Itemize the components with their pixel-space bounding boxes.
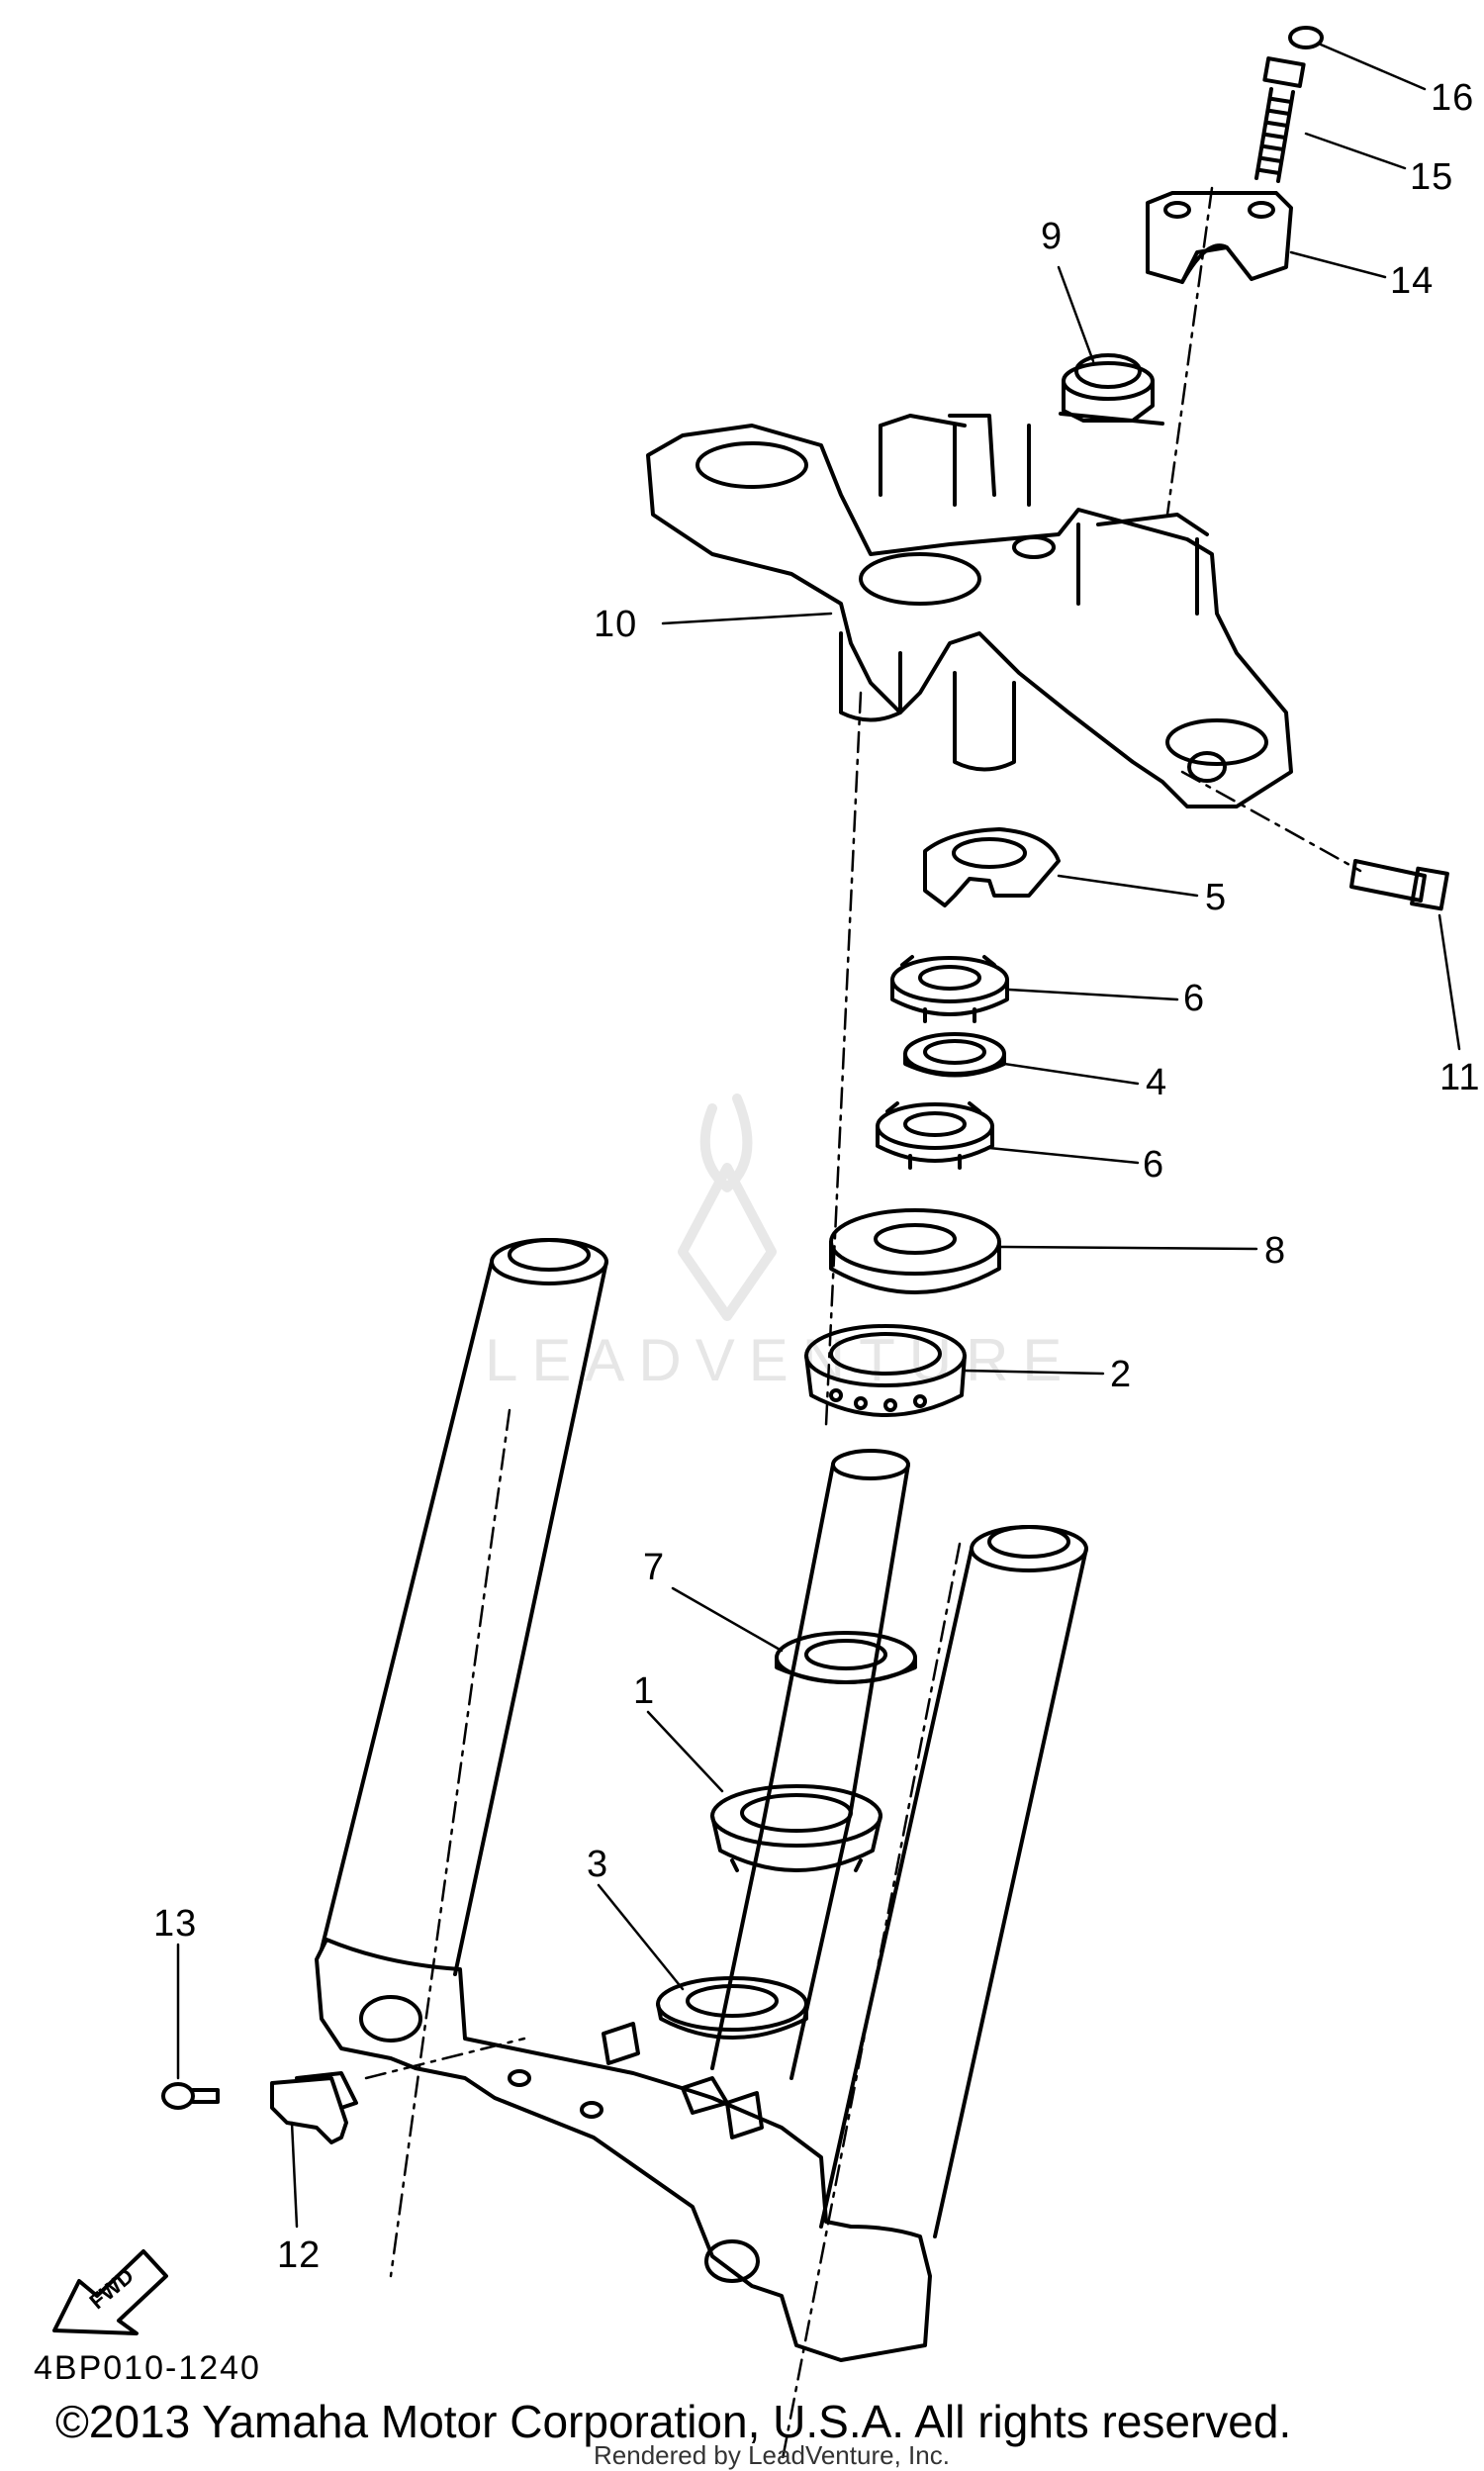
part-11-bolt <box>1349 859 1449 911</box>
part-1-bearing <box>710 1784 882 1872</box>
part-10-upper-bracket <box>646 414 1293 808</box>
callout-7: 7 <box>643 1547 666 1588</box>
callout-13: 13 <box>153 1903 198 1945</box>
fork-tube-right <box>819 1525 1088 2238</box>
callout-5: 5 <box>1205 877 1228 918</box>
center-axis <box>364 186 1362 2466</box>
callout-9: 9 <box>1041 216 1064 257</box>
callout-6-upper: 6 <box>1183 978 1206 1019</box>
callout-16: 16 <box>1431 77 1475 119</box>
part-4-washer <box>903 1032 1006 1078</box>
under-bracket <box>315 1938 932 2362</box>
part-8-seal <box>829 1208 1001 1294</box>
render-credit: Rendered by LeadVenture, Inc. <box>594 2440 950 2470</box>
callout-15: 15 <box>1410 156 1454 198</box>
watermark-logo <box>678 1093 777 1321</box>
part-7-washer <box>775 1631 917 1684</box>
callout-12: 12 <box>277 2234 322 2276</box>
callout-3: 3 <box>587 1844 609 1885</box>
part-16-clip <box>1288 26 1324 49</box>
callout-1: 1 <box>633 1670 656 1712</box>
callout-2: 2 <box>1110 1354 1133 1395</box>
callout-4: 4 <box>1146 1062 1168 1103</box>
fork-tube-left <box>320 1238 608 1976</box>
callout-6-lower: 6 <box>1143 1144 1165 1186</box>
callout-14: 14 <box>1390 260 1435 302</box>
part-2-bearing <box>804 1324 967 1417</box>
part-6-ring-nut-lower <box>876 1101 994 1170</box>
part-13-screw <box>161 2082 220 2110</box>
copyright-notice: ©2013 Yamaha Motor Corporation, U.S.A. A… <box>55 2396 1292 2447</box>
fwd-arrow-icon <box>52 2249 168 2335</box>
leader-lines <box>176 43 1461 2229</box>
part-5-lock-washer <box>923 827 1061 907</box>
part-6-ring-nut-upper <box>890 955 1009 1023</box>
part-12-clamp <box>270 2071 358 2144</box>
callout-8: 8 <box>1264 1230 1287 1272</box>
part-14-holder <box>1146 191 1293 284</box>
part-9-nut <box>1059 353 1164 426</box>
callout-10: 10 <box>594 604 638 645</box>
part-15-bolt <box>1254 56 1306 183</box>
steering-stem <box>710 1449 910 2080</box>
drawing-code: 4BP010-1240 <box>34 2349 261 2387</box>
callout-11: 11 <box>1439 1057 1481 1098</box>
part-3-seal <box>656 1976 808 2040</box>
